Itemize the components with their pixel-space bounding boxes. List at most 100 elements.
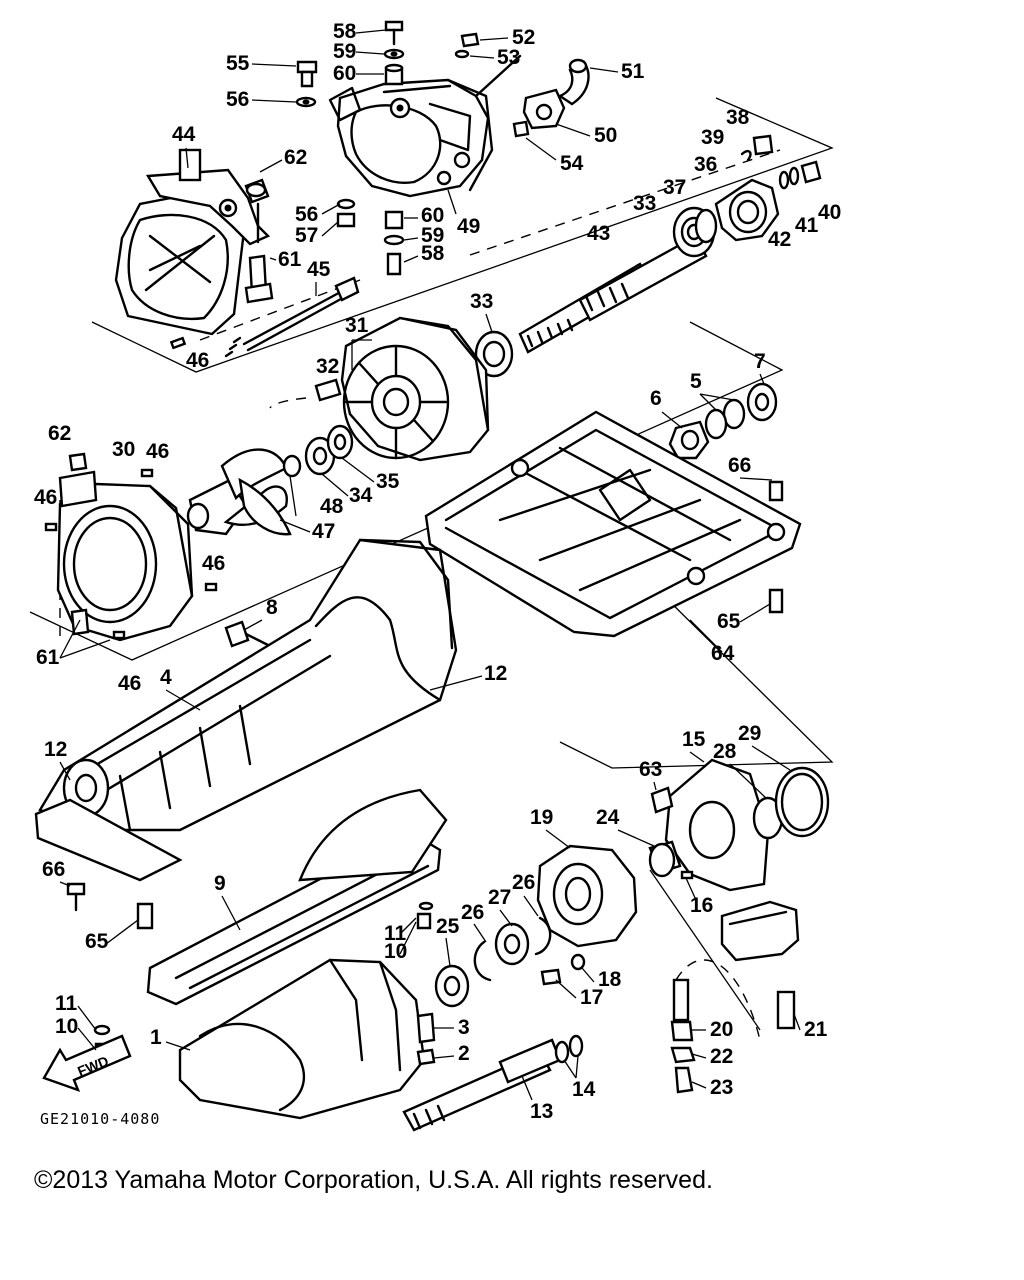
callout-10: 10: [55, 1015, 78, 1038]
callout-62: 62: [284, 146, 307, 169]
callout-63: 63: [639, 758, 662, 781]
callout-57: 57: [295, 224, 318, 247]
callout-10: 10: [384, 940, 407, 963]
callout-9: 9: [214, 872, 226, 895]
callout-19: 19: [530, 806, 553, 829]
callout-18: 18: [598, 968, 622, 991]
callout-33: 33: [470, 290, 493, 313]
callout-22: 22: [710, 1045, 733, 1068]
intake-grate-64: [424, 410, 802, 638]
callout-42: 42: [768, 228, 791, 251]
callout-14: 14: [572, 1078, 596, 1101]
callout-53: 53: [497, 46, 520, 69]
callout-23: 23: [710, 1076, 733, 1099]
leader-lines: [59, 29, 801, 1101]
callout-38: 38: [726, 106, 750, 129]
copyright-notice: ©2013 Yamaha Motor Corporation, U.S.A. A…: [34, 1166, 713, 1194]
housing-30: [44, 452, 218, 642]
callout-7: 7: [754, 350, 766, 373]
forward-direction-arrow: FWD: [42, 1034, 132, 1093]
callout-56: 56: [226, 88, 249, 111]
callout-66: 66: [42, 858, 65, 881]
callout-15: 15: [682, 728, 706, 751]
callout-26: 26: [461, 901, 484, 924]
bearing-33-lower: [474, 330, 514, 378]
callout-3: 3: [458, 1016, 470, 1039]
callout-52: 52: [512, 26, 535, 49]
callout-17: 17: [580, 986, 603, 1009]
nozzle-fasteners: [295, 20, 480, 276]
nozzle-deflector-49: [328, 54, 522, 198]
callout-29: 29: [738, 722, 761, 745]
pump-body-4: [34, 538, 458, 882]
callout-8: 8: [266, 596, 278, 619]
callout-56: 56: [295, 203, 318, 226]
jet-nozzle-1: [178, 958, 426, 1120]
intake-duct-9: [146, 788, 448, 1006]
callout-39: 39: [701, 126, 724, 149]
callout-61: 61: [36, 646, 60, 669]
impeller-47: [186, 448, 292, 536]
callout-46: 46: [202, 552, 225, 575]
bearings-5-7: [668, 382, 778, 460]
callout-62: 62: [48, 422, 71, 445]
callout-46: 46: [118, 672, 141, 695]
callout-27: 27: [488, 886, 511, 909]
callout-46: 46: [146, 440, 169, 463]
callout-60: 60: [421, 204, 444, 227]
callout-65: 65: [85, 930, 109, 953]
callout-16: 16: [690, 894, 713, 917]
impeller-housing-31: [269, 316, 490, 462]
bolt-8: [224, 620, 272, 648]
bearing-housing-19: [536, 844, 638, 948]
callout-20: 20: [710, 1018, 733, 1041]
callout-4: 4: [160, 666, 172, 689]
drawing-code: GE21010-4080: [40, 1110, 160, 1128]
callout-43: 43: [587, 222, 610, 245]
callout-44: 44: [172, 123, 196, 146]
bracket-20-23: [670, 900, 800, 1094]
callout-60: 60: [333, 62, 356, 85]
callout-58: 58: [421, 242, 445, 265]
drive-shaft-43: [518, 234, 708, 354]
callout-33: 33: [633, 192, 656, 215]
callout-5: 5: [690, 370, 702, 393]
callout-11: 11: [384, 922, 407, 945]
callout-1: 1: [150, 1026, 162, 1049]
callout-48: 48: [320, 495, 344, 518]
shaft-13: [402, 1034, 584, 1132]
callout-12: 12: [484, 662, 507, 685]
callout-21: 21: [804, 1018, 828, 1041]
callout-30: 30: [112, 438, 135, 461]
callout-24: 24: [596, 806, 620, 829]
callout-59: 59: [333, 40, 356, 63]
callout-26: 26: [512, 871, 535, 894]
callout-54: 54: [560, 152, 584, 175]
callout-34: 34: [349, 484, 373, 507]
callout-49: 49: [457, 215, 480, 238]
callout-12: 12: [44, 738, 67, 761]
callout-35: 35: [376, 470, 400, 493]
callout-47: 47: [312, 520, 335, 543]
callout-61: 61: [278, 248, 302, 271]
callout-40: 40: [818, 201, 841, 224]
callout-36: 36: [694, 153, 717, 176]
cover-15: [648, 758, 830, 892]
rings-25-27: [434, 916, 552, 1008]
intermediate-housing-44: [114, 148, 271, 336]
callout-51: 51: [621, 60, 645, 83]
small-parts-38-42: [740, 134, 822, 190]
callout-45: 45: [307, 258, 331, 281]
seals-34-35-48: [282, 424, 354, 478]
callout-28: 28: [713, 740, 737, 763]
callout-64: 64: [711, 642, 735, 665]
fasteners-top: [169, 178, 360, 358]
callout-46: 46: [186, 349, 209, 372]
callout-13: 13: [530, 1100, 553, 1123]
callout-58: 58: [333, 20, 357, 43]
callout-41: 41: [795, 214, 819, 237]
steering-lever-50-51: [512, 58, 590, 138]
callout-37: 37: [663, 176, 686, 199]
callout-25: 25: [436, 915, 460, 938]
